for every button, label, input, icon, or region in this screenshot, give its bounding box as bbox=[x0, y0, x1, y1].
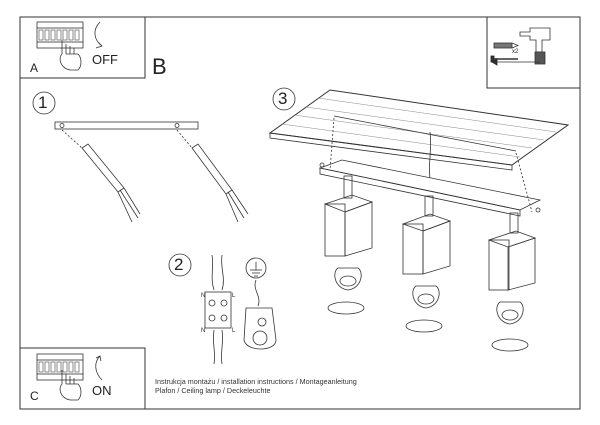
ceiling-lamp-icon bbox=[268, 89, 570, 291]
step-2-circle bbox=[168, 253, 192, 277]
terminal-block-icon bbox=[204, 254, 232, 365]
breaker-switch-icon bbox=[36, 353, 84, 381]
hand-icon bbox=[59, 40, 82, 71]
drill-icon bbox=[519, 27, 551, 65]
wall-plug-icon bbox=[176, 129, 249, 223]
bulb-icon bbox=[327, 267, 365, 315]
panel-c-switch-state: ON bbox=[92, 383, 112, 398]
hand-icon bbox=[59, 370, 82, 401]
earth-ground-icon bbox=[243, 257, 277, 350]
bulb-icon bbox=[405, 285, 443, 333]
arrow-head bbox=[491, 58, 498, 66]
terminal-n-bottom: N bbox=[201, 328, 206, 334]
panel-c-frame bbox=[20, 347, 146, 409]
step-3-label: 3 bbox=[278, 89, 288, 108]
step-1-circle bbox=[32, 91, 56, 115]
mounting-bar bbox=[54, 121, 199, 130]
step-1-label: 1 bbox=[38, 93, 48, 112]
section-letter: B bbox=[152, 54, 167, 79]
page-frame bbox=[19, 16, 581, 410]
terminal-l-bottom: L bbox=[232, 328, 236, 334]
terminal-l-top: L bbox=[232, 293, 236, 299]
caption-line-2: Plafon / Ceiling lamp / Deckeleuchte bbox=[155, 386, 271, 395]
wall-plug-icon bbox=[493, 42, 520, 49]
panel-a-letter: A bbox=[30, 61, 39, 75]
bulb-icon bbox=[491, 301, 529, 352]
curved-arrow-icon bbox=[95, 355, 103, 381]
panel-a-switch-state: OFF bbox=[92, 52, 118, 67]
caption-line-1: Instrukcja montażu / installation instru… bbox=[155, 377, 357, 386]
tools-quantity: x2 bbox=[512, 49, 519, 55]
curved-arrow-icon bbox=[94, 21, 103, 49]
terminal-n-top: N bbox=[201, 293, 206, 299]
tools-frame bbox=[486, 17, 580, 89]
wall-plug-icon bbox=[61, 129, 141, 223]
step-2-label: 2 bbox=[174, 255, 184, 274]
breaker-switch-icon bbox=[36, 21, 84, 49]
step-3-circle bbox=[272, 87, 296, 111]
panel-a-frame bbox=[20, 17, 146, 79]
panel-c-letter: C bbox=[30, 389, 39, 403]
